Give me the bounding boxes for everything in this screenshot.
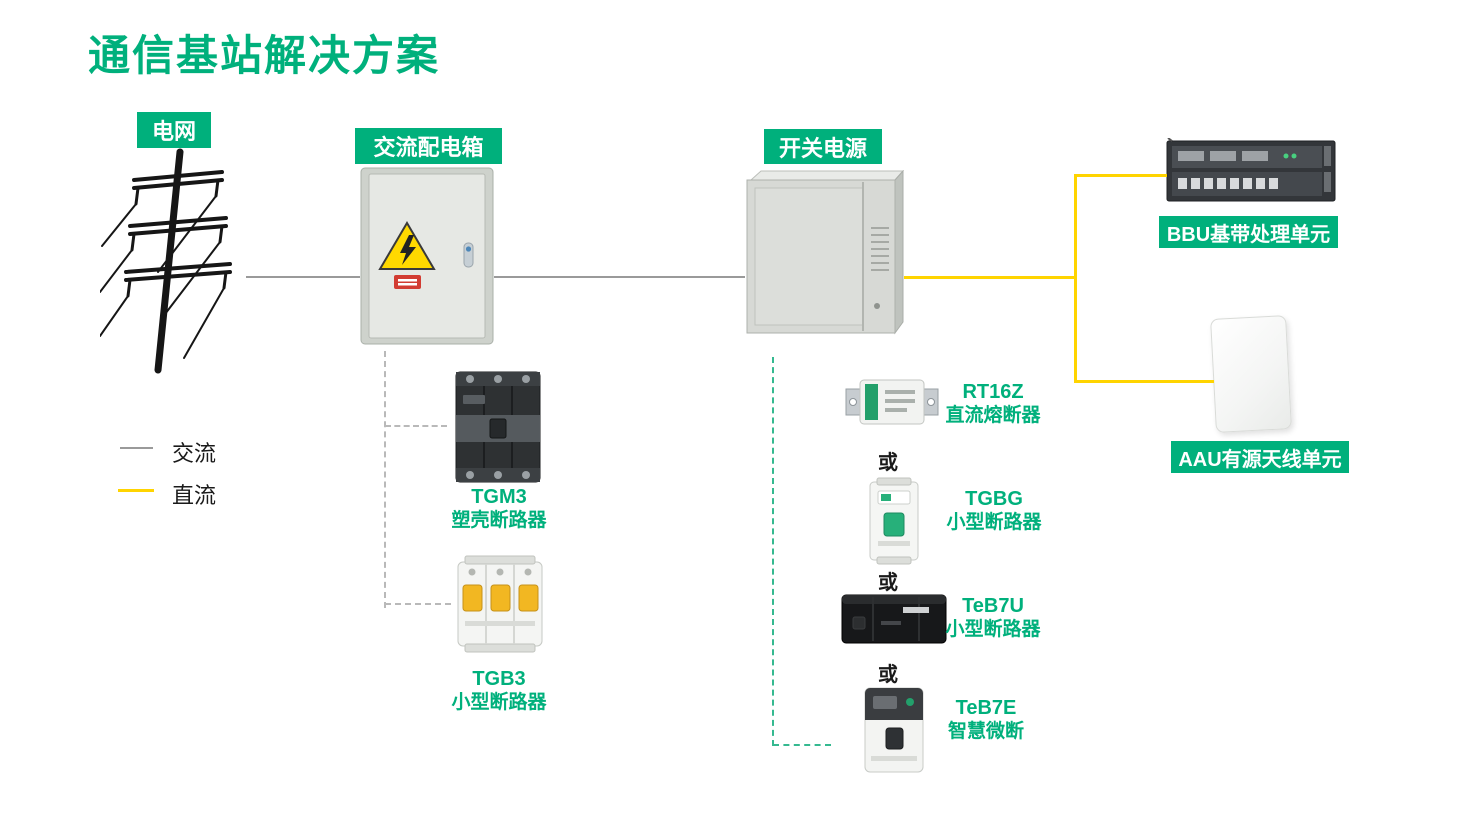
or-label-1: 或 — [878, 452, 898, 474]
acbox-callout-dash-tgm3 — [385, 425, 447, 427]
legend-dc-label: 直流 — [172, 483, 217, 508]
dc-line-to-bbu — [1077, 174, 1167, 177]
rt16z-fuse-image — [845, 379, 939, 425]
dc-line-junction-vertical — [1074, 174, 1077, 383]
legend-ac-line-sample — [120, 447, 153, 449]
power-callout-vertical-dash — [772, 357, 774, 746]
or-label-3: 或 — [878, 664, 898, 686]
rt16z-name: RT16Z — [962, 381, 1024, 403]
legend-ac-label: 交流 — [172, 441, 217, 466]
dc-line-power-to-junction — [904, 276, 1077, 279]
tgb3-breaker-image — [457, 555, 543, 653]
page-title: 通信基站解决方案 — [88, 32, 441, 79]
ac-line-grid-to-acbox — [246, 276, 360, 278]
tgm3-breaker-image — [455, 371, 541, 483]
rt16z-desc: 直流熔断器 — [945, 405, 1041, 426]
tgbg-desc: 小型断路器 — [946, 512, 1042, 533]
tgm3-label: TGM3 塑壳断路器 — [418, 486, 580, 532]
power-callout-dash-teb7e — [773, 744, 831, 746]
acbox-callout-dash-tgb3 — [385, 603, 451, 605]
tgb3-label: TGB3 小型断路器 — [418, 668, 580, 714]
tgb3-desc: 小型断路器 — [451, 692, 547, 713]
tgm3-desc: 塑壳断路器 — [451, 510, 547, 531]
tgm3-name: TGM3 — [471, 486, 527, 508]
rt16z-label: RT16Z 直流熔断器 — [928, 381, 1058, 427]
acbox-callout-vertical-dash — [384, 351, 386, 608]
dc-line-to-aau — [1077, 380, 1214, 383]
switching-power-cabinet-image — [746, 170, 905, 335]
or-label-2: 或 — [878, 572, 898, 594]
legend-dc-line-sample — [118, 489, 154, 492]
aau-unit-image — [1210, 315, 1292, 433]
ac-distribution-box-image — [360, 167, 494, 345]
teb7u-name: TeB7U — [962, 595, 1024, 617]
tgbg-breaker-image — [869, 477, 919, 565]
teb7e-breaker-image — [864, 687, 924, 773]
tag-bbu: BBU基带处理单元 — [1159, 216, 1338, 248]
teb7e-name: TeB7E — [955, 697, 1017, 719]
teb7e-label: TeB7E 智慧微断 — [922, 697, 1050, 743]
tgb3-name: TGB3 — [472, 668, 526, 690]
teb7e-desc: 智慧微断 — [947, 721, 1024, 742]
tgbg-name: TGBG — [965, 488, 1023, 510]
tag-aau: AAU有源天线单元 — [1171, 441, 1349, 473]
tag-switching-power: 开关电源 — [764, 129, 882, 164]
bbu-unit-image — [1166, 138, 1336, 202]
ac-line-acbox-to-power — [494, 276, 745, 278]
teb7u-breaker-image — [841, 594, 947, 644]
transmission-tower-icon — [100, 148, 232, 374]
teb7u-desc: 小型断路器 — [945, 619, 1041, 640]
tag-ac-distribution-box: 交流配电箱 — [355, 128, 502, 164]
tag-power-grid: 电网 — [137, 112, 211, 148]
tgbg-label: TGBG 小型断路器 — [928, 488, 1060, 534]
teb7u-label: TeB7U 小型断路器 — [928, 595, 1058, 641]
